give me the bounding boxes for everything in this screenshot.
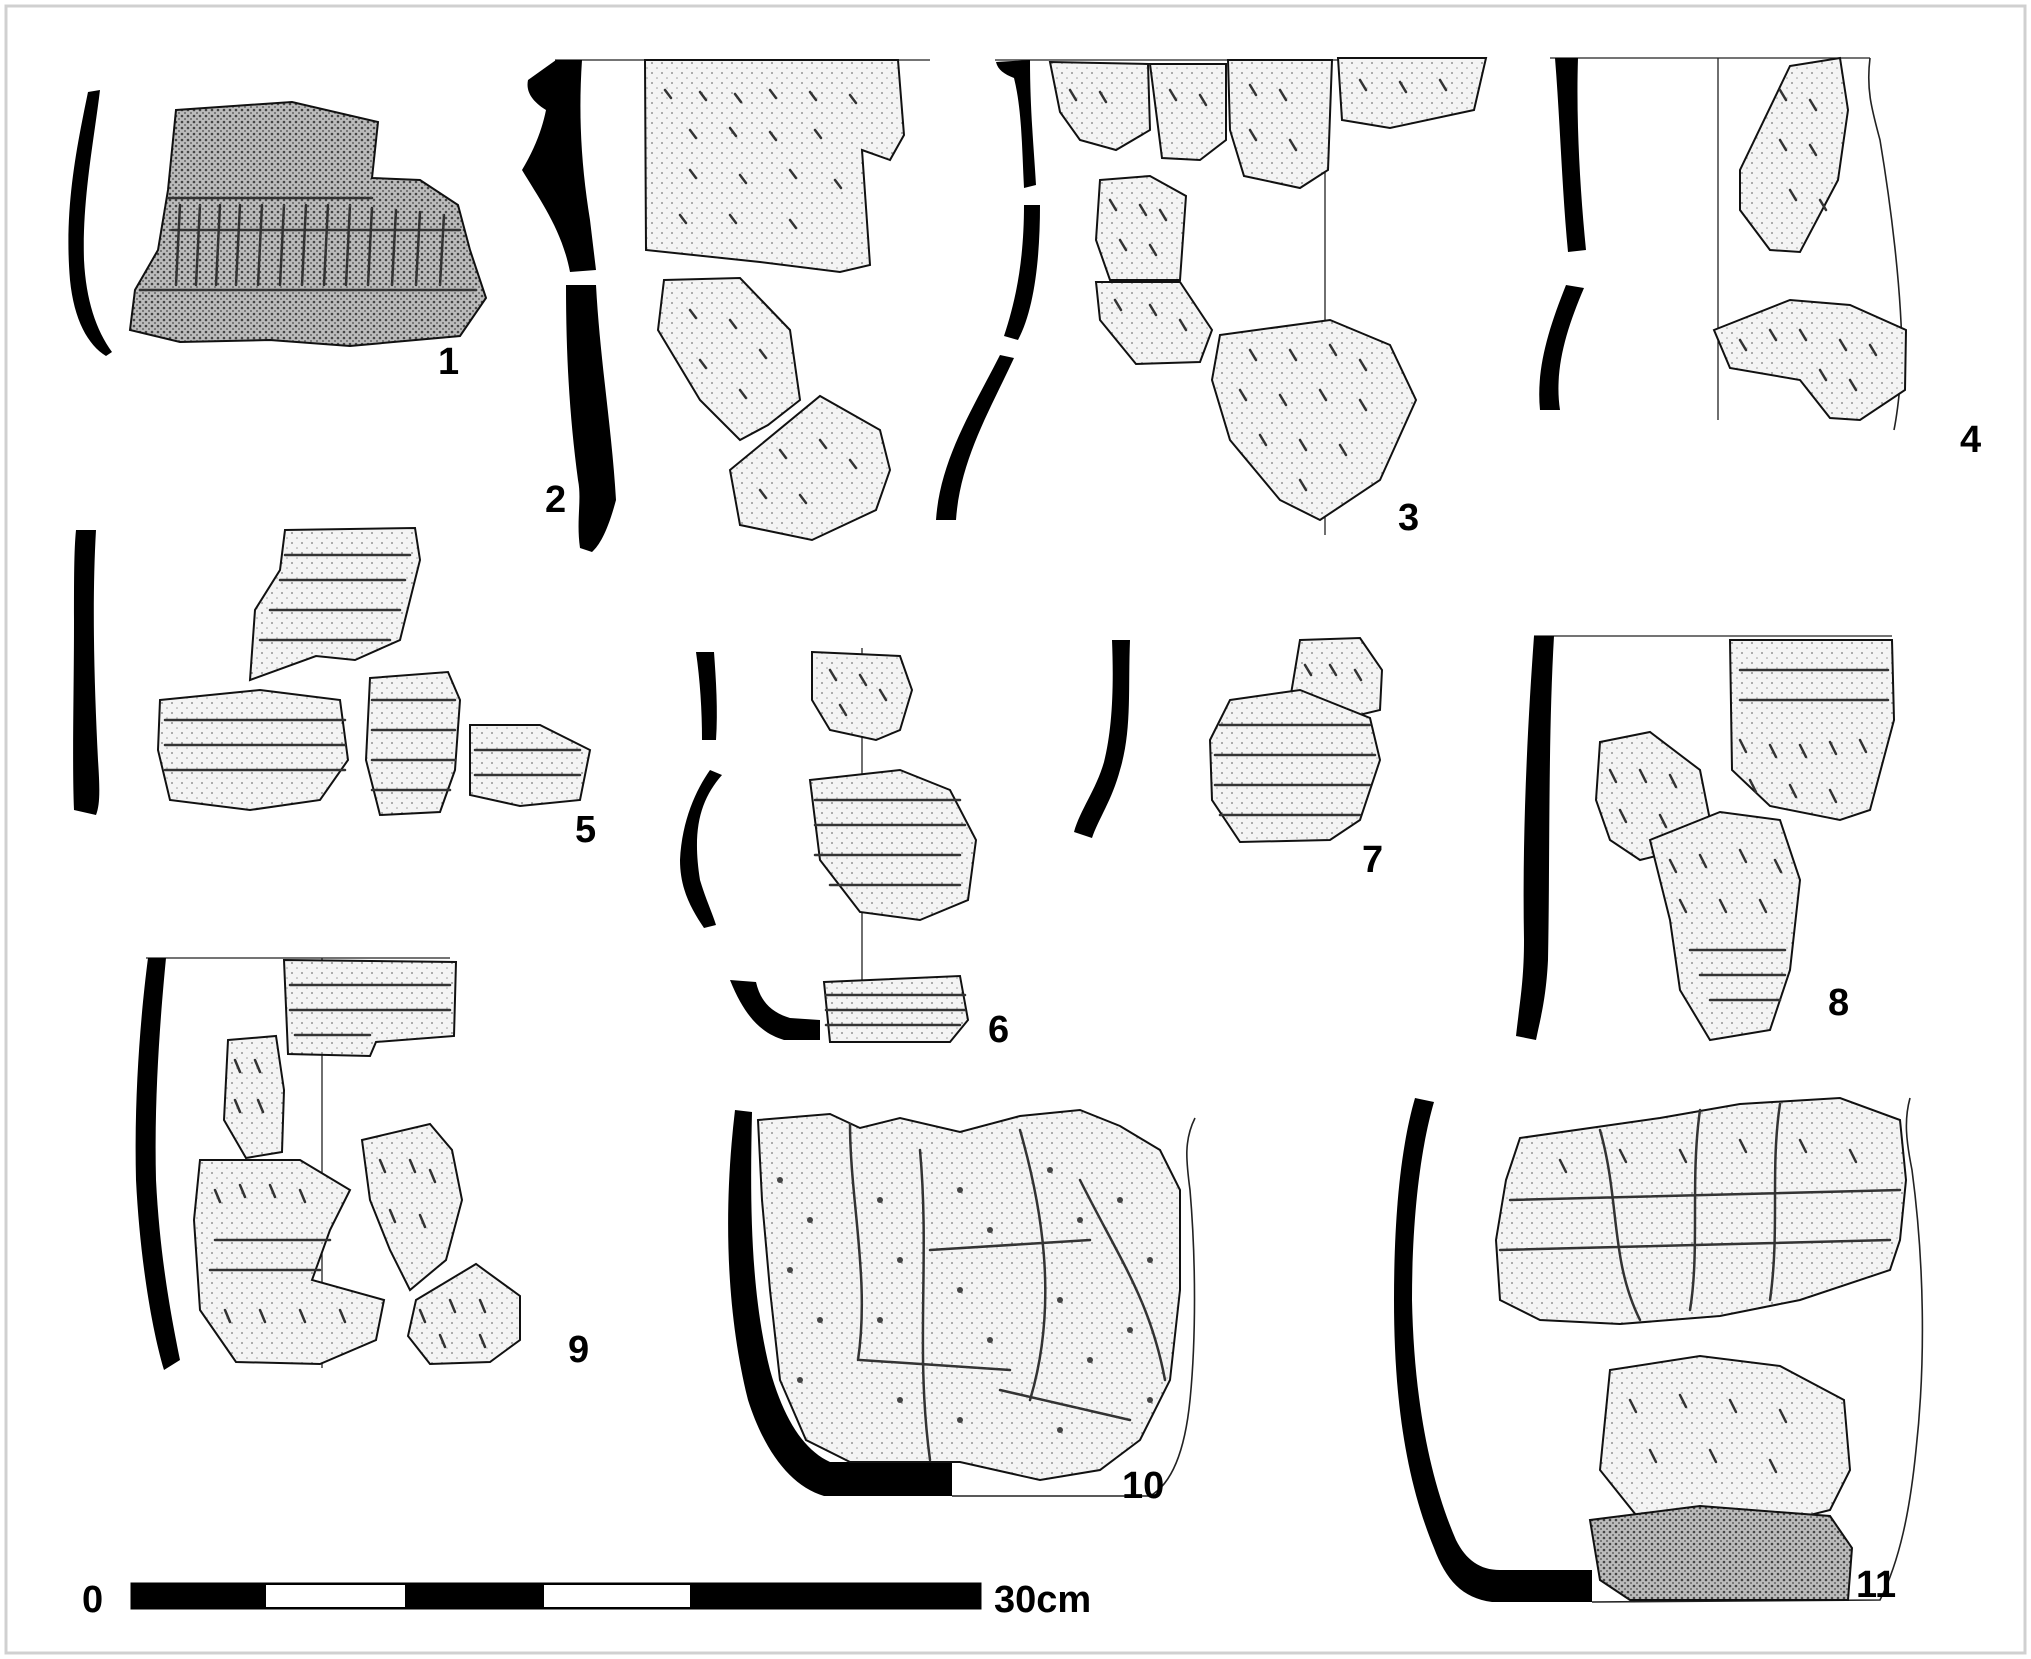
- sherd-9a: [282, 958, 458, 1058]
- sherd-9e: [406, 1262, 521, 1366]
- vessel-5: 5: [73, 526, 596, 851]
- profile-8: [1516, 636, 1554, 1040]
- impressions-4: [1738, 88, 1878, 392]
- sherd-10: [756, 1108, 1181, 1482]
- vessel-6: 6: [680, 648, 1009, 1051]
- cracks-11: [1498, 1102, 1902, 1474]
- item-8-label: 8: [1828, 982, 1849, 1024]
- profile-3-upper: [996, 60, 1036, 188]
- item-3-label: 3: [1398, 497, 1419, 539]
- contour-10: [952, 1117, 1196, 1497]
- dots-10: [777, 1167, 1153, 1433]
- profile-9: [135, 958, 180, 1370]
- sherd-3f: [1094, 281, 1214, 366]
- sherd-5a: [248, 526, 422, 682]
- impressions-3: [1068, 78, 1448, 492]
- profile-6-base: [730, 980, 820, 1040]
- scale-segment-5: [691, 1584, 980, 1608]
- sherd-8a: [1728, 639, 1896, 822]
- profile-5: [73, 530, 100, 815]
- profile-11: [1394, 1098, 1592, 1602]
- sherd-11a: [1494, 1096, 1908, 1326]
- vessel-8: 8: [1516, 635, 1896, 1042]
- profile-2-upper: [522, 60, 596, 272]
- sherd-3d: [1336, 57, 1488, 130]
- scale-segment-2: [264, 1583, 407, 1609]
- item-5-label: 5: [575, 809, 596, 851]
- profile-2-lower: [566, 285, 616, 552]
- sherd-3g: [1210, 318, 1418, 522]
- scale-bar: 0 30cm: [82, 1579, 1091, 1621]
- scale-end-label: 30cm: [994, 1579, 1091, 1621]
- impressions-2: [663, 88, 858, 505]
- profile-10: [728, 1110, 952, 1496]
- sherd-5b: [156, 688, 350, 812]
- vessel-11: 11: [1394, 1096, 1924, 1606]
- sherd-3b: [1148, 63, 1227, 162]
- sherd-4b: [1712, 298, 1908, 422]
- sherd-11b: [1598, 1354, 1852, 1532]
- impressions-9: [208, 983, 487, 1349]
- sherd-11c: [1588, 1504, 1854, 1601]
- scale-segment-1: [132, 1584, 265, 1608]
- sherd-9b: [222, 1034, 286, 1160]
- sherd-8c: [1648, 810, 1802, 1042]
- item-9-label: 9: [568, 1329, 589, 1371]
- sherd-3c: [1226, 59, 1334, 190]
- sherd-6a: [811, 650, 914, 742]
- sherd-3a: [1048, 60, 1152, 152]
- vessel-7: 7: [1074, 636, 1383, 881]
- lines-6: [813, 668, 967, 1027]
- profile-6-rim: [696, 652, 717, 740]
- profile-7: [1074, 640, 1130, 838]
- item-6-label: 6: [988, 1009, 1009, 1051]
- vessel-3: 3: [936, 57, 1488, 539]
- cracks-10: [848, 1122, 1167, 1462]
- vessel-1: 1: [68, 90, 488, 383]
- sherd-4a: [1739, 56, 1850, 254]
- vessel-10: 10: [728, 1108, 1196, 1507]
- sherd-2c: [728, 394, 892, 542]
- lines-5: [163, 553, 582, 792]
- sherd-5c: [364, 670, 462, 817]
- item-1-label: 1: [438, 341, 459, 383]
- vessel-2: 2: [522, 59, 930, 552]
- profile-1: [68, 90, 112, 356]
- item-10-label: 10: [1122, 1465, 1164, 1507]
- sherd-1: [128, 100, 488, 348]
- scale-segment-3: [406, 1584, 543, 1608]
- profile-4-lower: [1539, 285, 1584, 410]
- contour-11: [1591, 1097, 1924, 1603]
- vertical-stripes-1: [174, 203, 446, 287]
- item-2-label: 2: [545, 479, 566, 521]
- lines-7: [1213, 663, 1377, 817]
- scale-start-label: 0: [82, 1579, 103, 1621]
- sherd-7b: [1208, 688, 1382, 844]
- item-4-label: 4: [1960, 419, 1981, 461]
- vessel-4: 4: [1539, 56, 1981, 461]
- scale-segment-4: [542, 1583, 692, 1609]
- sherd-2b: [656, 276, 802, 442]
- profile-3-mid: [1004, 205, 1040, 340]
- sherd-9c: [192, 1159, 386, 1366]
- item-7-label: 7: [1362, 839, 1383, 881]
- impressions-8: [1608, 668, 1890, 1002]
- vessel-9: 9: [135, 957, 589, 1371]
- item-11-label: 11: [1856, 1564, 1896, 1606]
- profile-3-lower: [936, 355, 1014, 520]
- profile-4-upper: [1555, 58, 1586, 252]
- sherd-9d: [360, 1122, 464, 1292]
- sherd-5d: [469, 724, 592, 808]
- sherd-2a: [643, 59, 906, 274]
- profile-6-mid: [680, 770, 722, 928]
- figure-border: [4, 4, 2027, 1655]
- sherd-3e: [1094, 174, 1188, 281]
- sherd-6b: [808, 768, 978, 922]
